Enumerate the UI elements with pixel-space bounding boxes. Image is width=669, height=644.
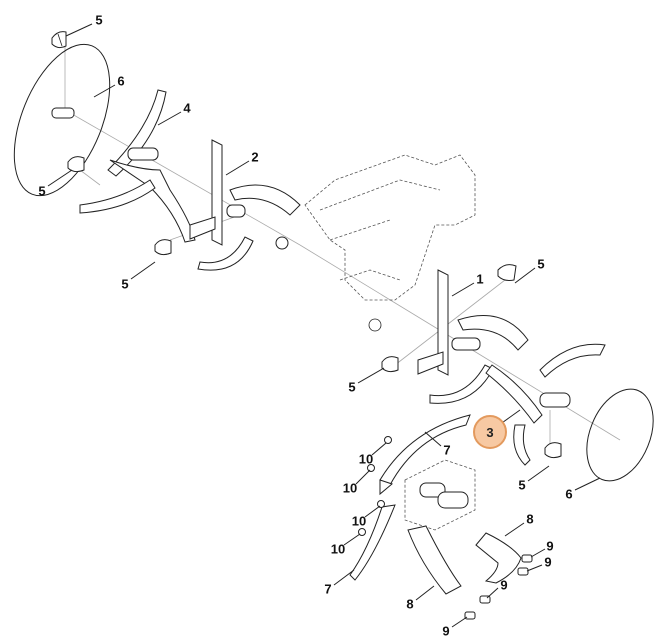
bolts-9-icon[interactable] — [464, 554, 533, 620]
callout-5[interactable]: 5 — [38, 183, 46, 199]
callout-2[interactable]: 2 — [251, 149, 259, 165]
callout-9[interactable]: 9 — [546, 538, 554, 554]
shield-disc-icon[interactable] — [574, 379, 666, 490]
lock-clip-icon[interactable] — [51, 31, 67, 49]
callout-6[interactable]: 6 — [565, 486, 573, 502]
callout-6[interactable]: 6 — [117, 73, 125, 89]
callout-5[interactable]: 5 — [537, 256, 545, 272]
callout-5[interactable]: 5 — [518, 477, 526, 493]
washer-icon[interactable] — [275, 236, 289, 250]
callout-3-highlighted[interactable]: 3 — [473, 415, 507, 449]
lock-clip-icon[interactable] — [544, 442, 562, 459]
callout-9[interactable]: 9 — [544, 554, 552, 570]
shield-disc-icon[interactable] — [0, 31, 129, 209]
leader-lines — [47, 23, 601, 628]
tine-4-icon[interactable] — [79, 89, 196, 243]
blade-7-lower-icon[interactable] — [349, 504, 396, 581]
nuts-10-icon[interactable] — [358, 436, 392, 536]
callout-8[interactable]: 8 — [406, 596, 414, 612]
callout-9[interactable]: 9 — [442, 623, 450, 639]
lock-clip-icon[interactable] — [497, 264, 517, 281]
assembly-axis-lines — [64, 45, 621, 445]
callout-4[interactable]: 4 — [183, 100, 191, 116]
hub-flange-icon[interactable] — [404, 459, 476, 531]
lock-clip-icon[interactable] — [381, 356, 399, 373]
lock-clip-icon[interactable] — [67, 156, 85, 173]
callout-7[interactable]: 7 — [324, 581, 332, 597]
gearbox-housing-icon[interactable] — [304, 154, 476, 332]
callout-1[interactable]: 1 — [476, 271, 484, 287]
blade-8-lower-icon[interactable] — [407, 525, 462, 595]
callout-5[interactable]: 5 — [95, 12, 103, 28]
callout-8[interactable]: 8 — [526, 511, 534, 527]
callout-5[interactable]: 5 — [121, 276, 129, 292]
callout-10[interactable]: 10 — [351, 513, 367, 529]
callout-7[interactable]: 7 — [443, 442, 451, 458]
callout-5[interactable]: 5 — [348, 379, 356, 395]
tine-1-icon[interactable] — [417, 269, 529, 404]
blade-7-upper-icon[interactable] — [379, 414, 471, 496]
callout-9[interactable]: 9 — [500, 577, 508, 593]
lock-clip-icon[interactable] — [154, 239, 172, 256]
callout-10[interactable]: 10 — [358, 451, 374, 467]
tine-2-icon[interactable] — [189, 139, 301, 271]
callout-10[interactable]: 10 — [330, 541, 346, 557]
tine-3-icon[interactable] — [485, 343, 606, 466]
callout-10[interactable]: 10 — [342, 480, 358, 496]
blade-8-right-icon[interactable] — [475, 532, 522, 584]
